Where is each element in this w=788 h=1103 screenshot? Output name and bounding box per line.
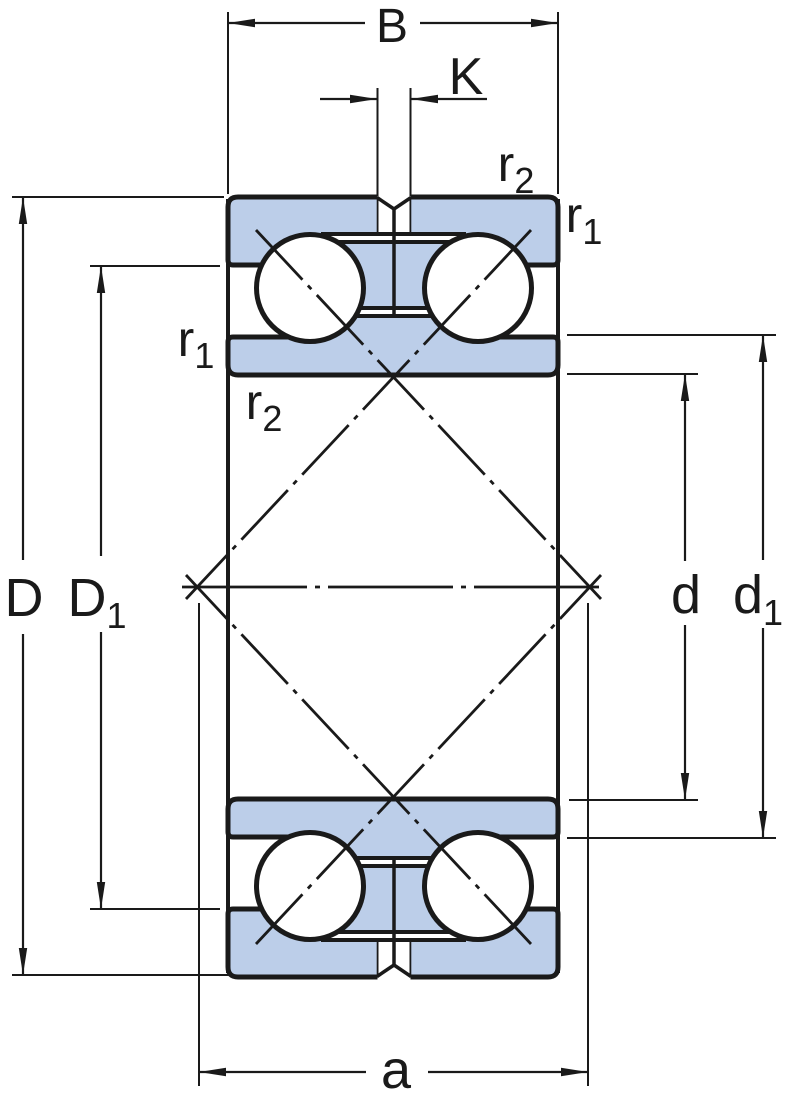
dim-label-K: K	[449, 48, 484, 106]
dimension-a: a	[198, 603, 589, 1100]
contact-line	[184, 229, 533, 600]
label-r1-right: r1	[566, 187, 603, 252]
dim-label-d1: d1	[733, 565, 783, 633]
chamfer-labels: r2 r1 r1 r2	[178, 136, 603, 439]
label-r1-left: r1	[178, 311, 215, 376]
bearing-upper-section	[184, 192, 603, 600]
dimension-d1: d1	[567, 334, 783, 839]
dimension-B: B	[227, 0, 559, 194]
label-r2-left: r2	[246, 374, 283, 439]
dimension-D: D	[5, 196, 230, 976]
chamfer-notch-right-line	[393, 196, 412, 211]
dimension-D1: D1	[67, 265, 220, 910]
dimension-d: d	[567, 373, 701, 801]
bearing-body	[182, 192, 604, 982]
contact-line	[254, 229, 603, 600]
dim-label-a: a	[381, 1040, 412, 1100]
dim-label-d: d	[671, 565, 701, 625]
dimension-K: K	[320, 48, 487, 196]
dim-label-D: D	[5, 568, 44, 628]
chamfer-notch-left-line	[376, 196, 395, 211]
dim-label-B: B	[376, 0, 408, 53]
label-r2-top-right: r2	[498, 136, 535, 201]
dim-label-D1: D1	[67, 568, 126, 636]
bearing-lower-section	[186, 575, 601, 982]
